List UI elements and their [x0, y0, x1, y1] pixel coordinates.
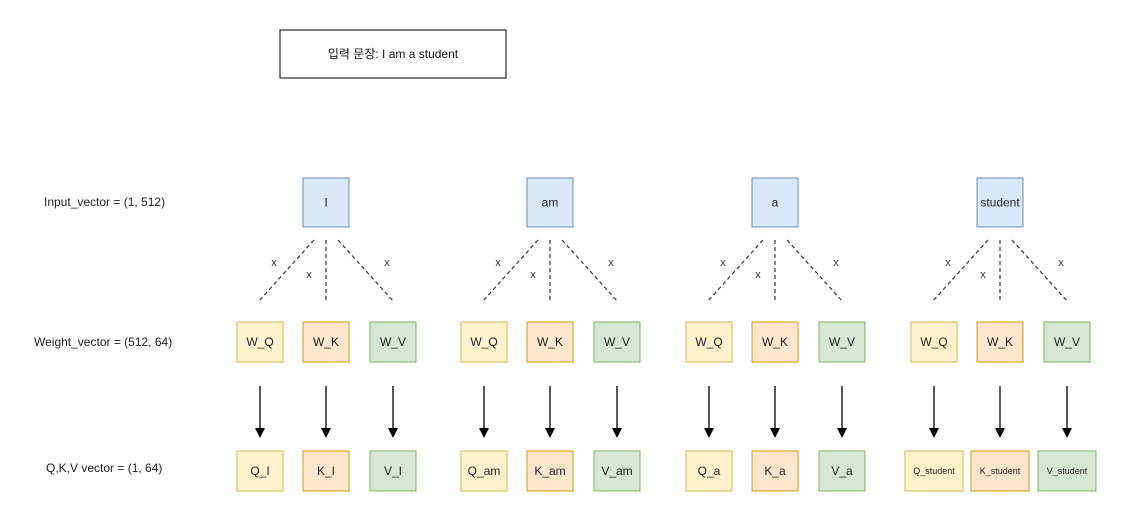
multiply-line-v [786, 239, 844, 303]
weight-box-q [236, 321, 284, 363]
weight-box-q [910, 321, 958, 363]
token-groups: Ix x xW_Q Q_I W_K K_I W_V V_I am x x xW_Q Q_am W_K K_a… [236, 177, 1097, 492]
output-box-k [751, 450, 799, 492]
multiply-symbol: x [980, 269, 986, 281]
output-box-v [369, 450, 417, 492]
multiply-symbol: x [271, 257, 277, 269]
output-label-v: V_a [831, 464, 853, 478]
token-label: a [772, 196, 779, 210]
weight-box-v [593, 321, 641, 363]
token-group-3: student x x xW_Q Q_student W_K K_student W_V V_s… [904, 177, 1097, 492]
token-group-1: am x x xW_Q Q_am W_K K_am W_V V_am [460, 177, 641, 492]
weight-label-q: W_Q [246, 335, 273, 349]
output-box-k [302, 450, 350, 492]
multiply-symbol: x [720, 257, 726, 269]
output-label-v: V_am [601, 464, 632, 478]
output-label-v: V_student [1047, 466, 1088, 476]
weight-label-q: W_Q [695, 335, 722, 349]
token-box [302, 177, 350, 228]
output-box-q [904, 450, 964, 492]
output-label-q: Q_I [250, 464, 269, 478]
token-label: I [324, 196, 327, 210]
weight-box-k [302, 321, 350, 363]
multiply-symbol: x [384, 257, 390, 269]
output-label-k: K_I [317, 464, 335, 478]
output-label-k: K_student [980, 466, 1021, 476]
token-label: student [980, 196, 1020, 210]
token-label: am [542, 196, 559, 210]
weight-label-v: W_V [829, 335, 855, 349]
token-group-0: Ix x xW_Q Q_I W_K K_I W_V V_I [236, 177, 417, 492]
weight-label-v: W_V [604, 335, 630, 349]
multiply-line-v [1011, 239, 1069, 303]
weight-label-k: W_K [987, 335, 1013, 349]
title-box: 입력 문장: I am a student [279, 29, 507, 79]
output-label-k: K_a [764, 464, 786, 478]
row-label-qkv: Q,K,V vector = (1, 64) [46, 461, 162, 475]
output-label-k: K_am [534, 464, 565, 478]
token-group-2: a x x xW_Q Q_a W_K K_a W_V V_a [685, 177, 866, 492]
weight-label-q: W_Q [470, 335, 497, 349]
output-label-v: V_I [384, 464, 402, 478]
weight-box-q [685, 321, 733, 363]
weight-box-v [369, 321, 417, 363]
multiply-symbol: x [945, 257, 951, 269]
multiply-symbol: x [495, 257, 501, 269]
weight-label-q: W_Q [920, 335, 947, 349]
multiply-symbol: x [530, 269, 536, 281]
output-box-v [818, 450, 866, 492]
output-box-v [1037, 450, 1097, 492]
multiply-symbol: x [1058, 257, 1064, 269]
multiply-line-v [561, 239, 619, 303]
row-label-input: Input_vector = (1, 512) [44, 195, 165, 209]
row-label-weight: Weight_vector = (512, 64) [34, 335, 172, 349]
weight-label-v: W_V [1054, 335, 1080, 349]
output-box-q [236, 450, 284, 492]
weight-box-q [460, 321, 508, 363]
output-box-q [685, 450, 733, 492]
multiply-symbol: x [306, 269, 312, 281]
token-box [751, 177, 799, 228]
weight-box-k [526, 321, 574, 363]
multiply-symbol: x [833, 257, 839, 269]
weight-box-k [751, 321, 799, 363]
title-text: 입력 문장: I am a student [328, 47, 459, 61]
output-label-q: Q_student [913, 466, 955, 476]
output-box-k [526, 450, 574, 492]
weight-box-v [818, 321, 866, 363]
output-box-v [593, 450, 641, 492]
weight-label-k: W_K [762, 335, 788, 349]
multiply-line-v [337, 239, 395, 303]
weight-box-k [976, 321, 1024, 363]
multiply-symbol: x [755, 269, 761, 281]
weight-box-v [1043, 321, 1091, 363]
output-box-k [970, 450, 1030, 492]
output-label-q: Q_a [698, 464, 721, 478]
token-box [976, 177, 1024, 228]
multiply-symbol: x [608, 257, 614, 269]
weight-label-k: W_K [313, 335, 339, 349]
weight-label-k: W_K [537, 335, 563, 349]
token-box [526, 177, 574, 228]
output-label-q: Q_am [468, 464, 501, 478]
output-box-q [460, 450, 508, 492]
weight-label-v: W_V [380, 335, 406, 349]
